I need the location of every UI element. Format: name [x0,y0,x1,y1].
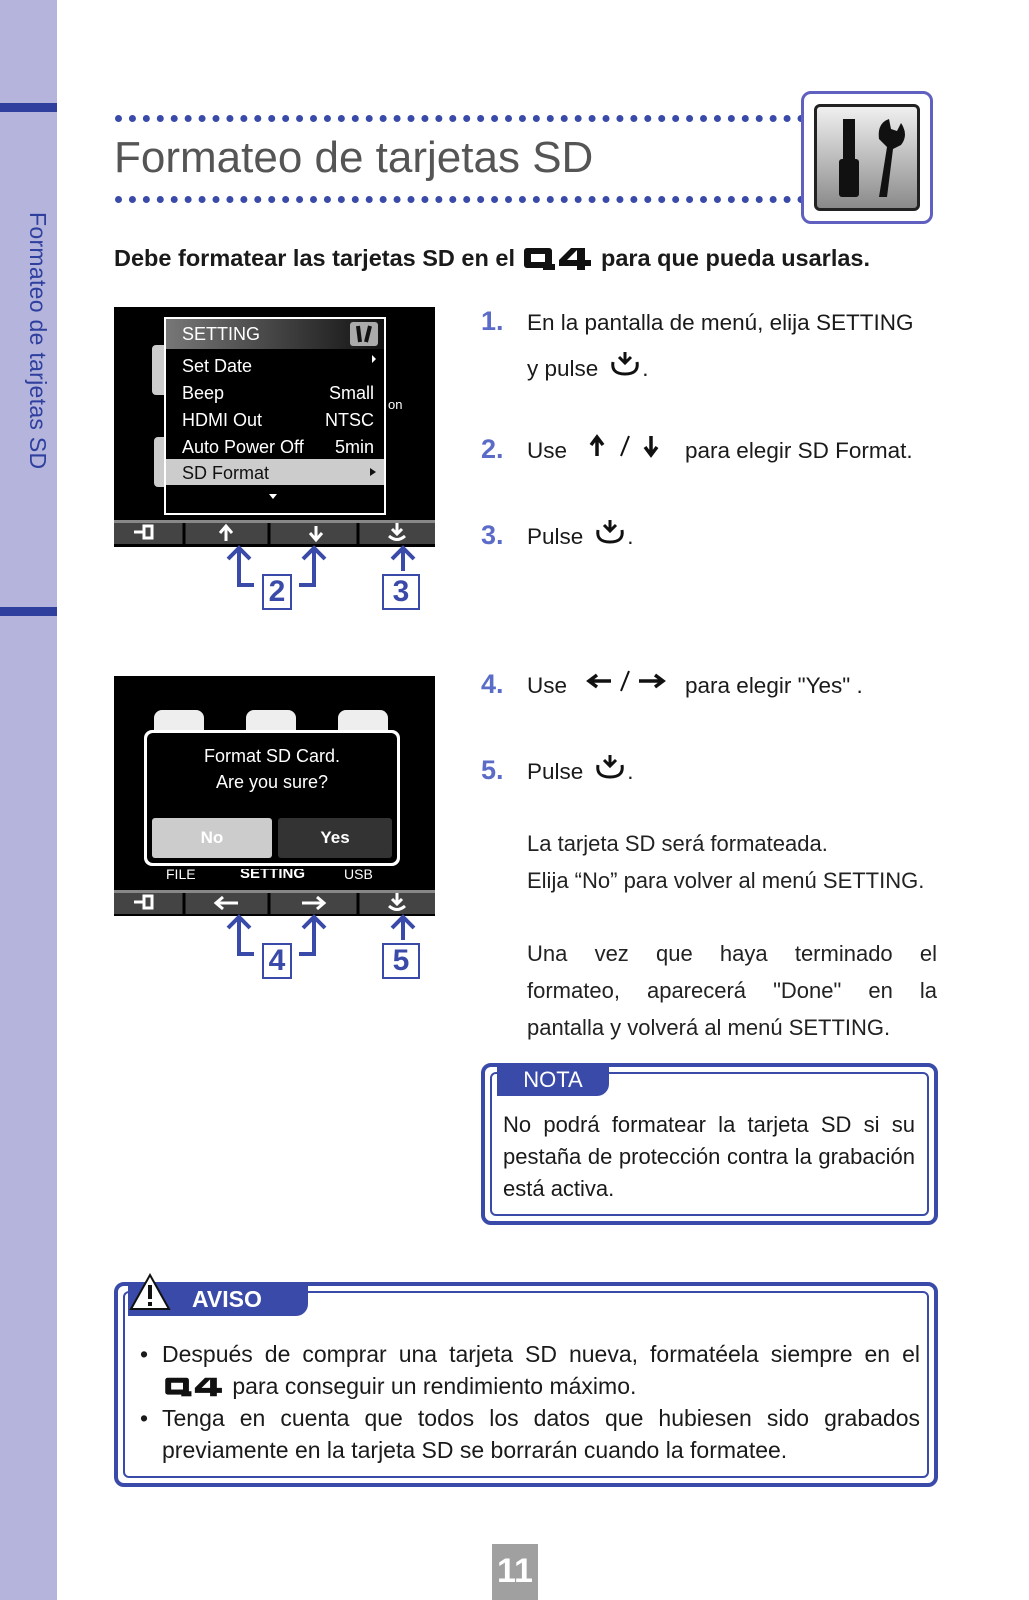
note-inner-border [490,1072,929,1216]
under-tab-file: FILE [166,869,196,881]
under-tab-setting: SETTING [240,869,306,881]
step-text: Pulse [527,524,584,549]
callout-number: 4 [268,944,286,977]
step-2: 2. Use para elegir SD Format. [481,434,913,465]
callout-number: 3 [392,575,410,608]
dialog-no-button[interactable]: No [200,828,224,847]
dialog-line1: Format SD Card. [203,746,341,766]
device-screen-setting: SETTING Set Date Beep Small HDMI Out NTS… [114,307,435,547]
step-3: 3. Pulse . [481,520,634,550]
callout-arrows-1 [226,545,420,610]
warning-box: AVISO Después de comprar una tarjeta SD … [114,1272,938,1487]
step-number: 1. [481,306,504,336]
up-down-arrows-icon [589,434,659,458]
warning-inner-border [123,1291,929,1478]
step-text: Use [527,673,568,698]
callout-number: 2 [268,575,286,608]
callout-arrows-2 [226,914,420,979]
warning-text: para conseguir un rendimiento máximo. [232,1373,637,1399]
intro-after: para que pueda usarlas. [600,245,871,271]
note-text: No podrá formatear la tarjeta SD si su p… [503,1112,915,1201]
step-text: y pulse [527,356,599,381]
menu-value-beep: Small [328,383,374,403]
sidebar-label: Formateo de tarjetas SD [25,212,51,470]
step-1: 1. En la pantalla de menú, elija SETTING [481,306,913,337]
step-number: 4. [481,669,504,699]
warning-item: Tenga en cuenta que todos los datos que … [140,1402,920,1466]
enter-button-icon [596,520,625,544]
step-number: 2. [481,434,504,464]
enter-button-icon [611,352,640,376]
result-line: La tarjeta SD será formateada. [527,831,828,856]
menu-row-beep: Beep [182,383,225,403]
intro-text: Debe formatear las tarjetas SD en el par… [114,245,870,272]
dialog-yes-button[interactable]: Yes [320,828,350,847]
sidebar [0,0,57,1600]
warning-item: Después de comprar una tarjeta SD nueva,… [140,1338,920,1402]
enter-button-icon [596,755,625,779]
note-label: NOTA [497,1064,609,1096]
sidebar-marker [0,103,57,112]
done-line: Una vez que haya terminado el [527,941,937,966]
sidebar-marker [0,607,57,616]
warning-label-tab: AVISO [128,1272,308,1316]
step-number: 3. [481,520,504,550]
step-text: Use [527,438,568,463]
done-line: pantalla y volverá al menú SETTING. [527,1015,891,1040]
warning-list: Después de comprar una tarjeta SD nueva,… [140,1338,920,1466]
q4-logo-icon [523,247,591,270]
page-title: Formateo de tarjetas SD [114,133,594,182]
step-text: para elegir "Yes" . [685,673,863,698]
note-box: NOTA No podrá formatear la tarjeta SD si… [481,1063,938,1225]
menu-value-hdmi: NTSC [325,410,374,430]
warning-label: AVISO [192,1286,262,1312]
under-tab-usb: USB [344,869,373,881]
result-line: Elija “No” para volver al menú SETTING. [527,868,925,893]
result-paragraph: La tarjeta SD será formateada. Elija “No… [527,825,924,899]
menu-title: SETTING [182,324,261,344]
step-text: Pulse [527,759,584,784]
warning-triangle-icon [129,1272,171,1310]
done-paragraph: Una vez que haya terminado el formateo, … [527,935,937,1046]
left-right-arrows-icon [586,670,666,692]
device-screen-format-dialog: Format SD Card. Are you sure? No Yes FIL… [114,676,435,916]
dotted-rule [115,196,805,203]
step-text: para elegir SD Format. [685,438,913,463]
menu-row-auto-power: Auto Power Off [182,437,304,457]
q4-logo-icon [165,1377,222,1397]
step-number: 5. [481,755,504,785]
warning-text: Después de comprar una tarjeta SD nueva,… [162,1341,920,1367]
menu-value-auto-power: 5min [334,437,374,457]
tools-icon [801,91,933,224]
step-text: En la pantalla de menú, elija SETTING [527,310,914,335]
step-4: 4. Use para elegir "Yes" . [481,669,863,700]
callout-number: 5 [392,944,410,977]
menu-row-hdmi: HDMI Out [182,410,263,430]
step-5: 5. Pulse . [481,755,634,785]
menu-row-set-date: Set Date [182,356,253,376]
done-line: formateo, aparecerá "Done" en la [527,978,937,1003]
dialog-line2: Are you sure? [215,772,329,792]
page-number: 11 [492,1544,538,1600]
menu-row-sd-format: SD Format [182,463,270,483]
intro-before: Debe formatear las tarjetas SD en el [114,245,515,271]
step-1-line2: y pulse . [527,350,649,382]
dotted-rule [115,115,805,122]
screen-fragment: on [388,397,403,412]
